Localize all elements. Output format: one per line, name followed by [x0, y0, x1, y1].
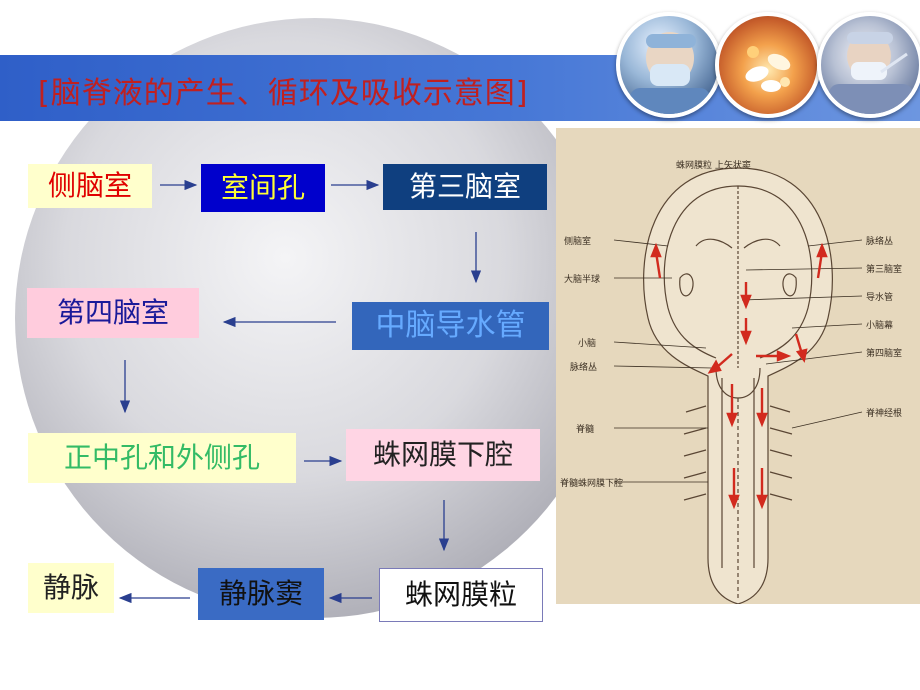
fourth-ventricle-box: 第四脑室 — [27, 288, 199, 338]
venous-sinus-box: 静脉窦 — [198, 568, 324, 620]
third-ventricle-box: 第三脑室 — [383, 164, 547, 210]
lateral-ventricle-box: 侧脑室 — [28, 164, 152, 208]
arachnoid-granulations-box: 蛛网膜粒 — [379, 568, 543, 622]
pills-photo-icon — [715, 12, 821, 118]
illus-label-left-5: 脊髓蛛网膜下腔 — [560, 479, 624, 489]
illus-label-right-0: 脉络丛 — [866, 237, 894, 247]
vein-box: 静脉 — [28, 563, 114, 613]
illus-label-right-1: 第三脑室 — [866, 265, 903, 275]
illus-label-right-2: 导水管 — [866, 293, 894, 303]
illus-label-left-0: 侧脑室 — [564, 237, 592, 247]
illus-label-left-4: 脊髓 — [576, 425, 595, 435]
subarachnoid-space-box: 蛛网膜下腔 — [346, 429, 540, 481]
illus-label-left-3: 脉络丛 — [570, 363, 598, 373]
doctor-photo-icon — [817, 12, 920, 118]
red-flow-arrows — [650, 242, 828, 510]
cerebral-aqueduct-box: 中脑导水管 — [352, 302, 549, 350]
illus-label-left-2: 小脑 — [578, 339, 597, 349]
illus-label-left-1: 大脑半球 — [564, 275, 601, 285]
csf-anatomy-illustration: 蛛网膜粒 上矢状窦 侧脑室 大脑半球 小脑 脉络丛 脊髓 脊髓蛛网膜下腔 脉络丛… — [556, 128, 920, 604]
illus-label-right-3: 小脑幕 — [866, 321, 894, 331]
interventricular-foramen-box: 室间孔 — [201, 164, 325, 212]
illus-label-right-4: 第四脑室 — [866, 349, 903, 359]
surgeon-photo-icon — [616, 12, 722, 118]
illustration-top-label: 蛛网膜粒 上矢状窦 — [676, 161, 751, 171]
illus-label-right-5: 脊神经根 — [866, 409, 903, 419]
apertures-box: 正中孔和外侧孔 — [28, 433, 296, 483]
page-title: [脑脊液的产生、循环及吸收示意图] — [38, 76, 529, 111]
